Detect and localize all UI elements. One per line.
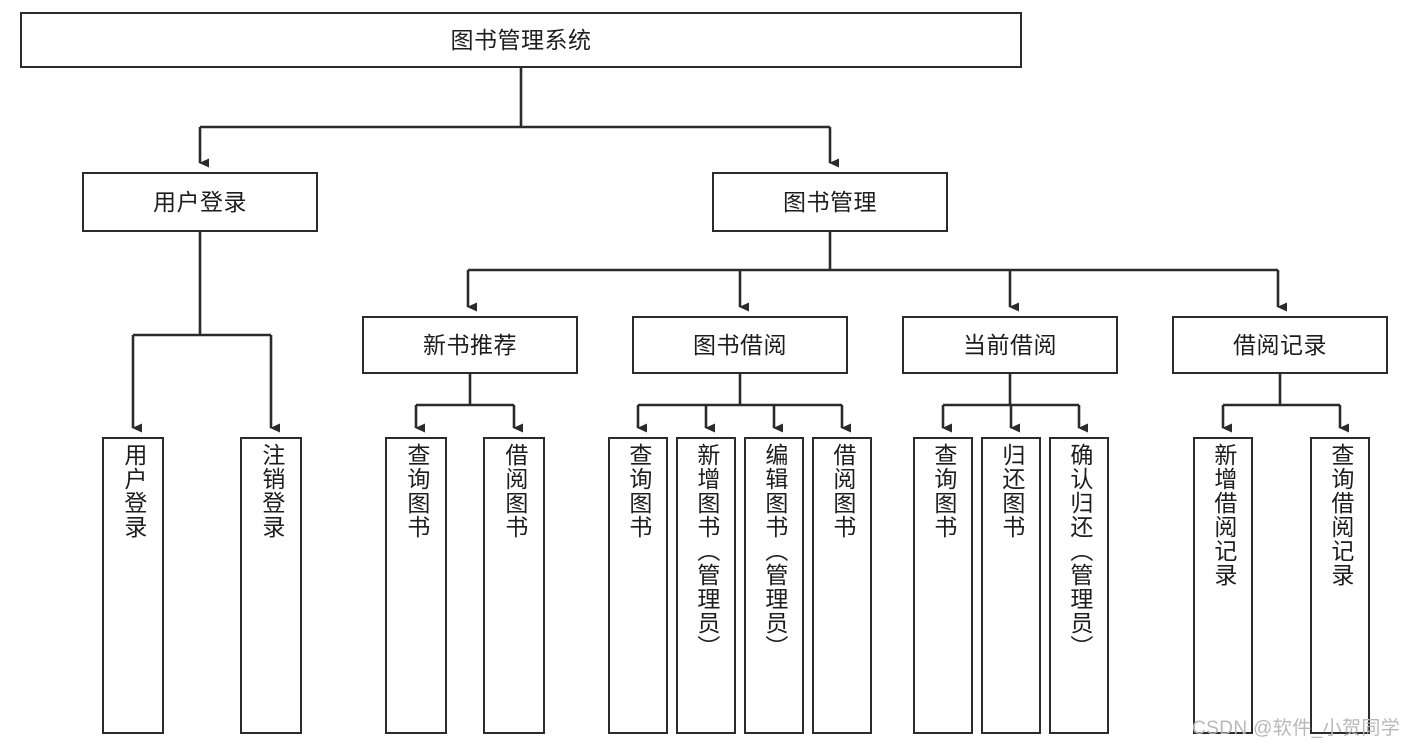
node-leaf-cb-confirm-return[interactable]: 确认归还（管理员） xyxy=(1049,437,1109,734)
node-book-borrow[interactable]: 图书借阅 xyxy=(632,316,848,374)
node-new-book-rec[interactable]: 新书推荐 xyxy=(362,316,578,374)
node-user-login[interactable]: 用户登录 xyxy=(82,172,318,232)
node-label: 图书管理 xyxy=(783,188,877,215)
node-label: 图书借阅 xyxy=(693,331,787,358)
node-book-manage[interactable]: 图书管理 xyxy=(712,172,948,232)
node-label: 用户登录 xyxy=(120,443,147,539)
node-leaf-bb-borrow-book[interactable]: 借阅图书 xyxy=(812,437,872,734)
node-label: 查询图书 xyxy=(930,443,957,539)
node-label: 编辑图书（管理员） xyxy=(761,443,788,659)
node-label: 查询图书 xyxy=(625,443,652,539)
node-leaf-cb-query-book[interactable]: 查询图书 xyxy=(913,437,973,734)
node-borrow-record[interactable]: 借阅记录 xyxy=(1172,316,1388,374)
node-label: 归还图书 xyxy=(998,443,1025,539)
node-label: 借阅图书 xyxy=(501,443,528,539)
node-label: 当前借阅 xyxy=(963,331,1057,358)
node-leaf-rec-query-book[interactable]: 查询图书 xyxy=(385,437,447,734)
node-leaf-user-logout[interactable]: 注销登录 xyxy=(240,437,302,734)
node-label: 新书推荐 xyxy=(423,331,517,358)
node-current-borrow[interactable]: 当前借阅 xyxy=(902,316,1118,374)
node-leaf-br-add-record[interactable]: 新增借阅记录 xyxy=(1193,437,1253,734)
watermark-text: CSDN @软件_小贺同学 xyxy=(1192,718,1401,739)
node-label: 确认归还（管理员） xyxy=(1066,443,1093,659)
node-leaf-br-query-record[interactable]: 查询借阅记录 xyxy=(1310,437,1370,734)
node-leaf-user-login[interactable]: 用户登录 xyxy=(102,437,164,734)
node-leaf-bb-add-book[interactable]: 新增图书（管理员） xyxy=(676,437,736,734)
node-label: 用户登录 xyxy=(153,188,247,215)
node-label: 查询图书 xyxy=(403,443,430,539)
node-leaf-bb-query-book[interactable]: 查询图书 xyxy=(608,437,668,734)
node-leaf-bb-edit-book[interactable]: 编辑图书（管理员） xyxy=(744,437,804,734)
node-label: 借阅记录 xyxy=(1233,331,1327,358)
node-label: 注销登录 xyxy=(258,443,285,539)
node-root-system[interactable]: 图书管理系统 xyxy=(20,12,1022,68)
node-leaf-rec-borrow-book[interactable]: 借阅图书 xyxy=(483,437,545,734)
node-label: 新增借阅记录 xyxy=(1210,443,1237,587)
node-label: 查询借阅记录 xyxy=(1327,443,1354,587)
node-label: 借阅图书 xyxy=(829,443,856,539)
node-label: 图书管理系统 xyxy=(450,26,592,53)
node-leaf-cb-return-book[interactable]: 归还图书 xyxy=(981,437,1041,734)
node-label: 新增图书（管理员） xyxy=(693,443,720,659)
